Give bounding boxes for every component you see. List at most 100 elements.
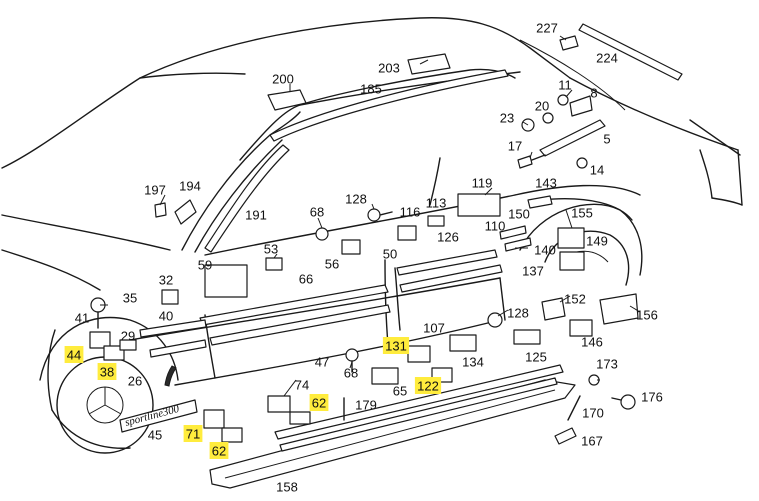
callout-c176: 176 [641, 390, 663, 405]
callout-c50: 50 [383, 247, 397, 262]
callout-number: 150 [508, 207, 530, 222]
callout-number: 5 [603, 132, 610, 147]
callout-number: 167 [581, 434, 603, 449]
callout-highlight [97, 363, 117, 380]
callout-c41: 41 [75, 311, 89, 326]
callout-number: 152 [564, 292, 586, 307]
callout-c44: 44 [64, 346, 84, 363]
callout-c66: 66 [299, 272, 313, 287]
callout-number: 137 [522, 264, 544, 279]
callout-number: 71 [186, 427, 200, 442]
callout-number: 113 [426, 196, 447, 211]
callout-c194: 194 [179, 179, 201, 194]
fastener-parts [89, 35, 639, 445]
callout-c227: 227 [536, 21, 558, 36]
callout-c110: 110 [485, 219, 506, 234]
callout-number: 38 [100, 365, 114, 380]
callout-number: 155 [571, 206, 593, 221]
callout-c156: 156 [636, 308, 658, 323]
callout-number: 110 [485, 219, 506, 234]
callout-number: 149 [586, 234, 608, 249]
callout-number: 74 [295, 378, 309, 393]
callout-c23: 23 [500, 111, 514, 126]
callout-number: 41 [75, 311, 89, 326]
callout-number: 158 [276, 480, 298, 495]
callout-number: 200 [272, 72, 294, 87]
callout-number: 32 [159, 273, 173, 288]
callout-c200: 200 [272, 72, 294, 87]
callout-c125: 125 [525, 350, 547, 365]
callout-number: 156 [636, 308, 658, 323]
callout-c17: 17 [508, 139, 522, 154]
callout-number: 8 [590, 86, 597, 101]
callout-c62a: 62 [309, 394, 329, 411]
callout-c45: 45 [148, 428, 162, 443]
callout-c5: 5 [603, 132, 610, 147]
callout-number: 170 [582, 406, 604, 421]
callout-number: 23 [500, 111, 514, 126]
callout-c173: 173 [596, 357, 618, 372]
callout-c8: 8 [590, 86, 597, 101]
callout-c146: 146 [581, 335, 603, 350]
callout-c170: 170 [582, 406, 604, 421]
callout-number: 11 [558, 78, 572, 93]
callout-number: 29 [121, 329, 135, 344]
callout-c59: 59 [198, 258, 212, 273]
callout-c128b: 128 [507, 306, 529, 321]
callout-c38: 38 [97, 363, 117, 380]
callout-number: 68 [310, 205, 324, 220]
callout-c140: 140 [534, 243, 556, 258]
callout-c152: 152 [564, 292, 586, 307]
callout-highlight [209, 442, 229, 459]
callout-c14: 14 [590, 163, 604, 178]
callout-c56: 56 [325, 257, 339, 272]
callout-number: 56 [325, 257, 339, 272]
callout-number: 126 [437, 230, 459, 245]
callout-c11: 11 [558, 78, 572, 93]
callout-c128a: 128 [345, 192, 367, 207]
callout-number: 143 [535, 176, 557, 191]
callout-number: 131 [385, 339, 407, 354]
callout-highlight [64, 346, 84, 363]
callout-c150: 150 [508, 207, 530, 222]
callout-number: 59 [198, 258, 212, 273]
callout-number: 53 [264, 242, 278, 257]
callout-highlight [382, 337, 410, 354]
callout-number: 116 [400, 205, 421, 220]
callout-c65: 65 [393, 384, 407, 399]
callout-number: 20 [535, 99, 549, 114]
callout-number: 47 [315, 355, 329, 370]
leader-lines [100, 35, 641, 397]
callout-c137: 137 [522, 264, 544, 279]
callout-number: 224 [596, 51, 618, 66]
callout-c26: 26 [128, 374, 142, 389]
callout-number: 122 [417, 379, 439, 394]
callout-number: 68 [344, 366, 358, 381]
callout-c155: 155 [571, 206, 593, 221]
callout-number: 66 [299, 272, 313, 287]
callout-number: 203 [378, 61, 400, 76]
callout-number: 197 [144, 183, 166, 198]
callout-number: 128 [345, 192, 367, 207]
callout-c74: 74 [295, 378, 309, 393]
callout-c68b: 68 [344, 366, 358, 381]
callout-number: 40 [159, 309, 173, 324]
callout-c71: 71 [183, 425, 203, 442]
callout-number: 134 [462, 355, 484, 370]
callout-number: 125 [525, 350, 547, 365]
callout-c116: 116 [400, 205, 421, 220]
callout-c143: 143 [535, 176, 557, 191]
callout-c113: 113 [426, 196, 447, 211]
callout-number: 119 [472, 176, 493, 191]
callout-number: 17 [508, 139, 522, 154]
callout-c29: 29 [121, 329, 135, 344]
callout-number: 44 [67, 348, 81, 363]
callout-c179: 179 [355, 398, 377, 413]
callout-c191: 191 [245, 208, 267, 223]
callout-number: 26 [128, 374, 142, 389]
callout-c20: 20 [535, 99, 549, 114]
callout-number: 128 [507, 306, 529, 321]
